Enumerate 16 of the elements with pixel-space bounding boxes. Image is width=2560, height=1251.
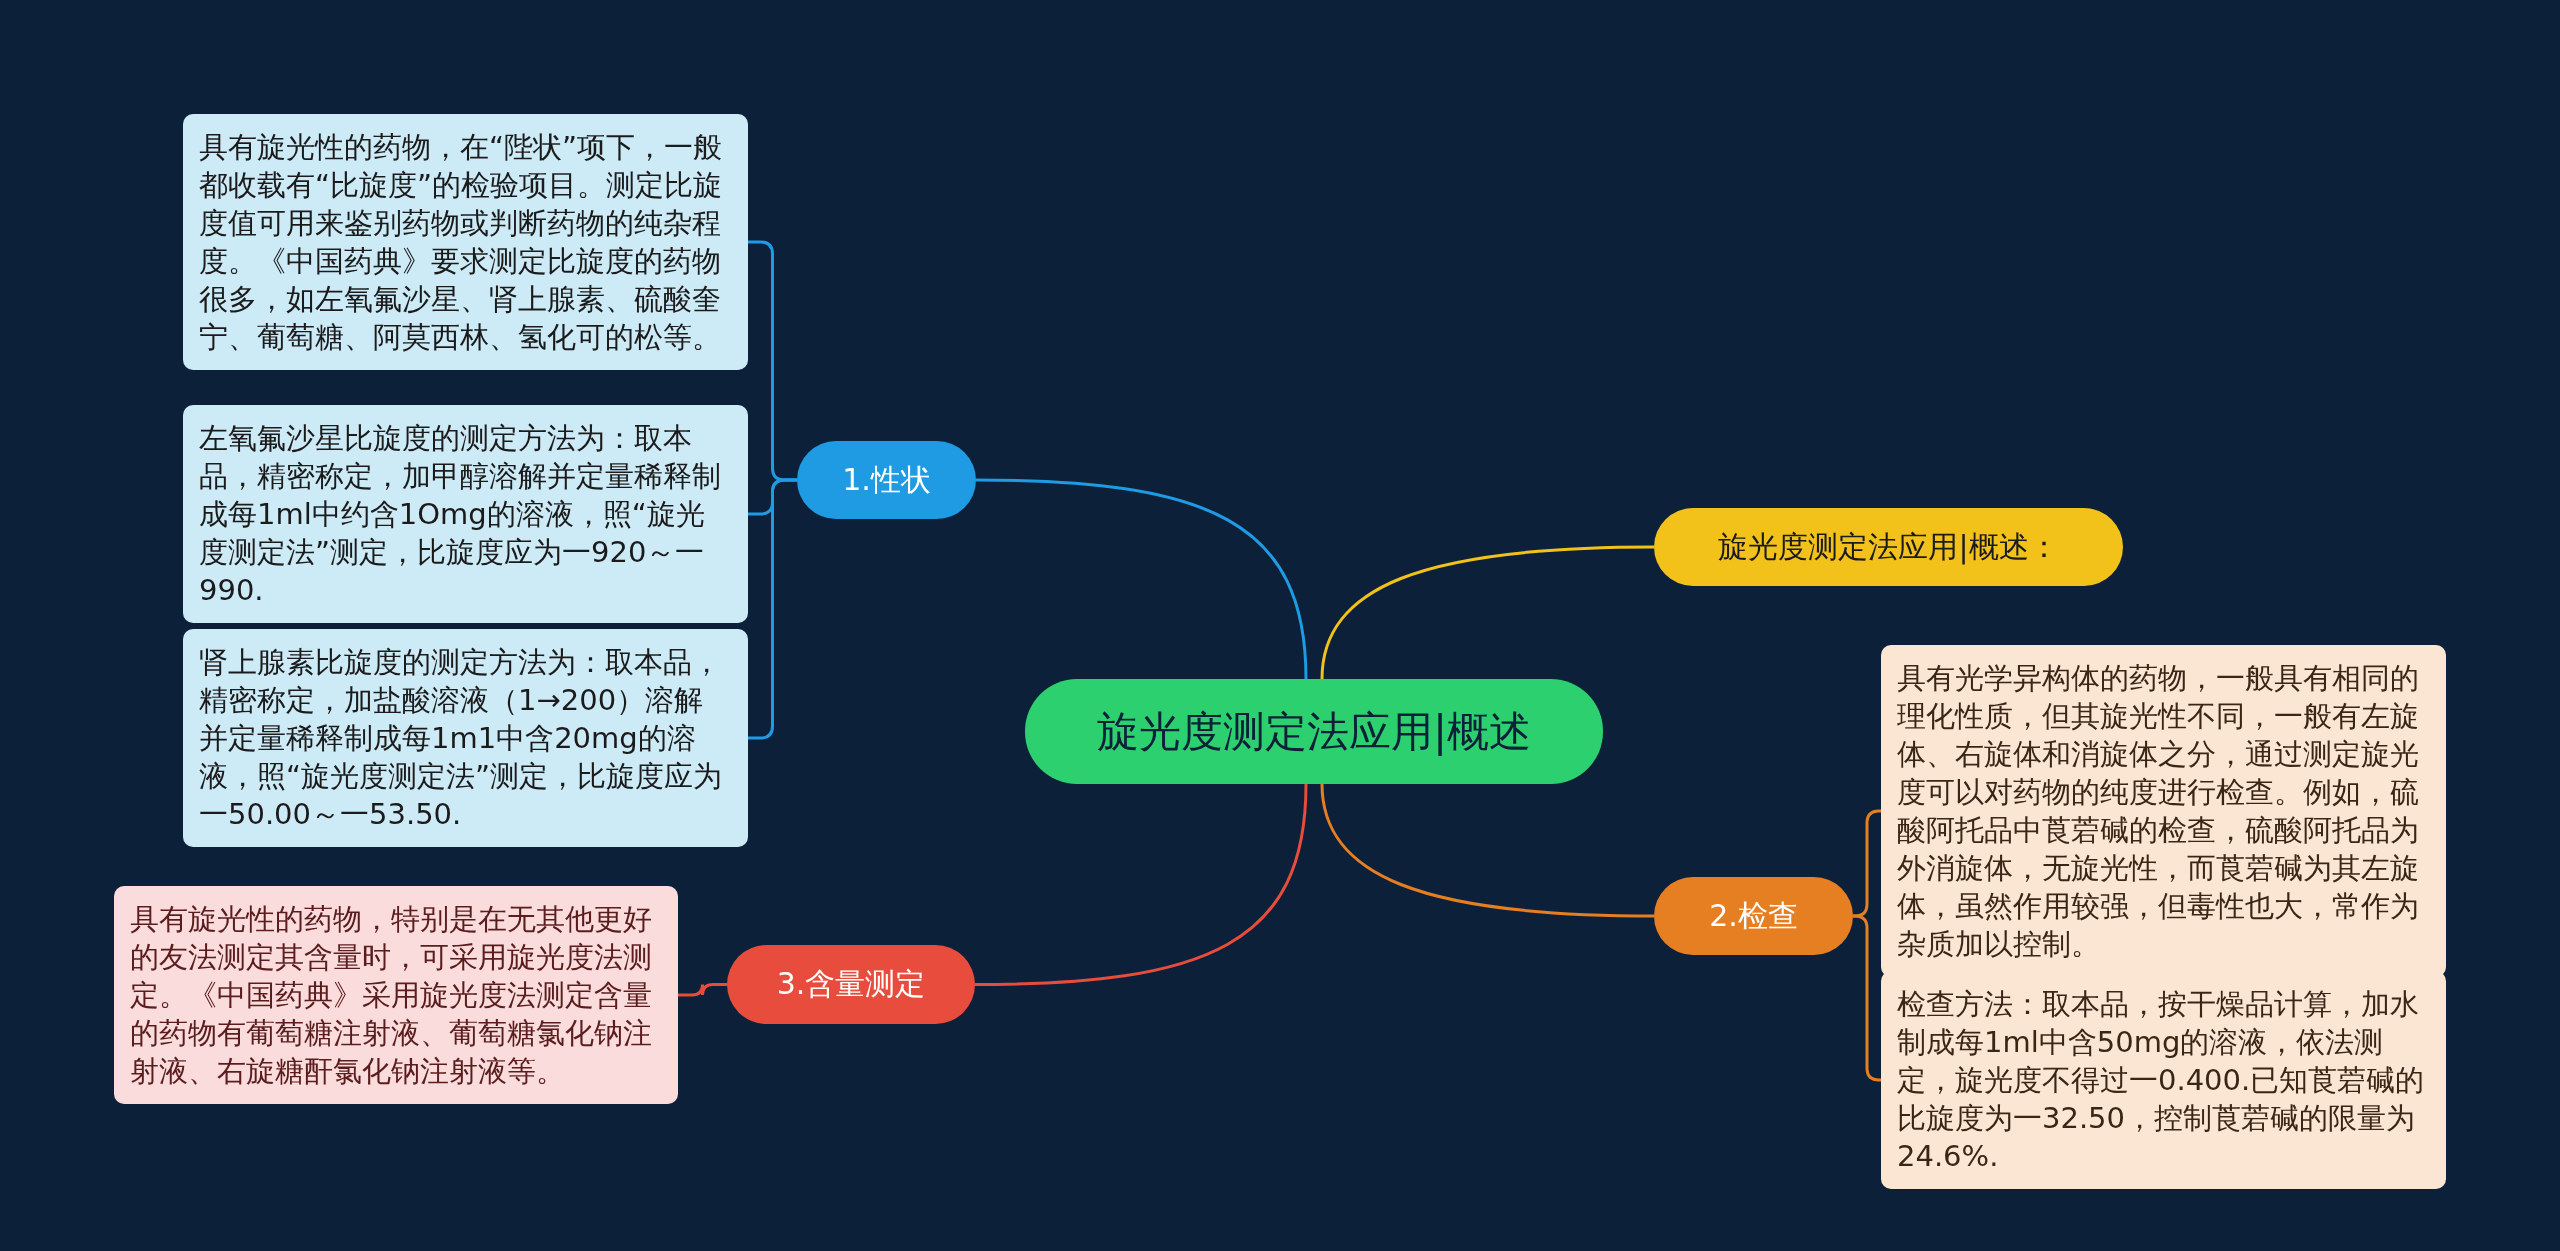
connector-line <box>974 783 1308 986</box>
connector-line <box>1320 783 1655 918</box>
note-box: 左氧氟沙星比旋度的测定方法为：取本品，精密称定，加甲醇溶解并定量稀释制成每1ml中约含1Omg的溶液，照“旋光度测定法”测定，比旋度应为一920～一990. <box>183 405 748 623</box>
note-box: 具有旋光性的药物，特别是在无其他更好的友法测定其含量时，可采用旋光度法测定。《中国药典》采用旋光度法测定含量的药物有葡萄糖注射液、葡萄糖氯化钠注射液、右旋糖酐氯化钠注射液等。 <box>114 886 678 1104</box>
connector-line <box>678 983 727 997</box>
connector-line <box>975 478 1308 680</box>
central-topic: 旋光度测定法应用|概述 <box>1025 679 1603 784</box>
note-box: 检查方法：取本品，按干燥品计算，加水制成每1ml中含50mg的溶液，依法测定，旋光度不得过一0.400.已知莨菪碱的比旋度为一32.50，控制莨菪碱的限量为24.6%. <box>1881 971 2446 1189</box>
branch-topic: 旋光度测定法应用|概述： <box>1654 508 2123 586</box>
note-box: 肾上腺素比旋度的测定方法为：取本品，精密称定，加盐酸溶液（1→200）溶解并定量稀释制成每1m1中含20mg的溶液，照“旋光度测定法”测定，比旋度应为一50.00～一53.50. <box>183 629 748 847</box>
connector-line <box>748 478 797 740</box>
note-box: 具有旋光性的药物，在“陛状”项下，一般都收载有“比旋度”的检验项目。测定比旋度值可用来鉴别药物或判断药物的纯杂程度。《中国药典》要求测定比旋度的药物很多，如左氧氟沙星、肾上腺素、硫酸奎宁、葡萄糖、阿莫西林、氢化可的松等。 <box>183 114 748 370</box>
branch-topic: 3.含量测定 <box>727 945 975 1024</box>
branch-topic: 1.性状 <box>797 441 976 519</box>
branch-topic: 2.检查 <box>1654 877 1853 955</box>
connector-line <box>1320 545 1655 680</box>
